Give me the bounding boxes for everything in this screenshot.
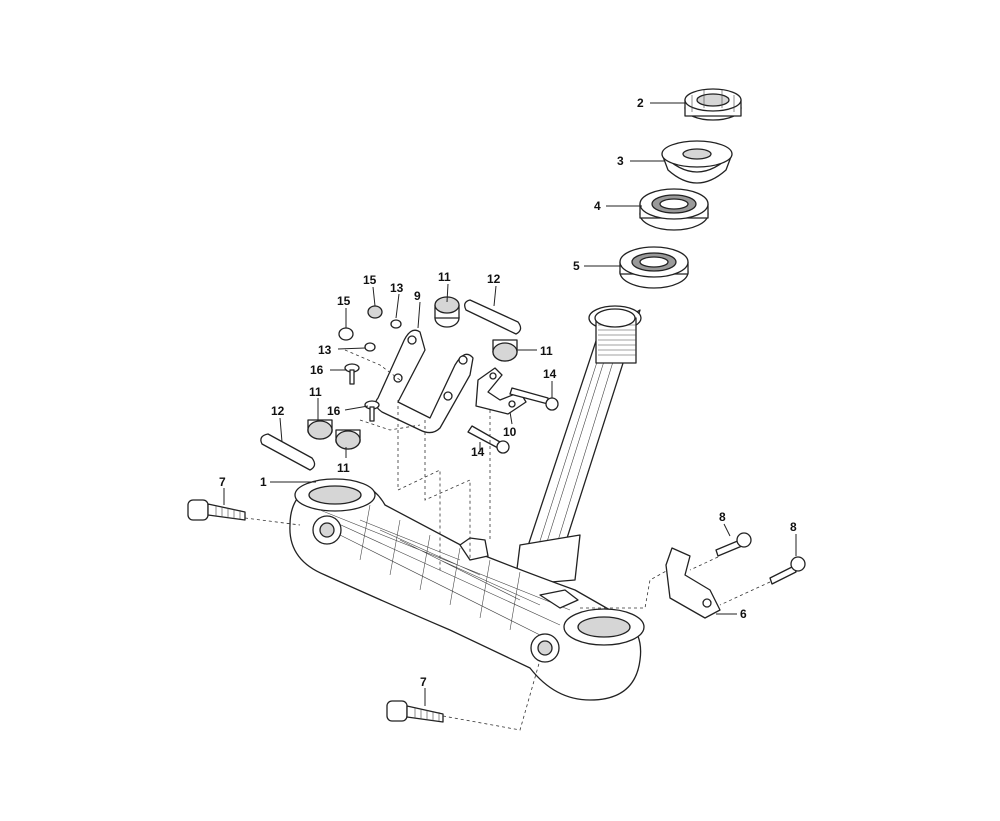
callout-3: 3 <box>617 154 624 168</box>
small-screw <box>344 363 380 422</box>
callout-12: 12 <box>271 404 285 418</box>
lower-triple-clamp <box>289 478 645 701</box>
bolt <box>467 387 559 454</box>
callout-1: 1 <box>260 475 267 489</box>
callout-7: 7 <box>420 675 427 689</box>
clamp-bolt <box>187 499 444 723</box>
pin <box>260 433 316 471</box>
screw <box>715 532 806 585</box>
dust-cover <box>661 140 733 184</box>
callout-4: 4 <box>594 199 601 213</box>
callout-8: 8 <box>719 510 726 524</box>
mounting-bracket <box>375 329 474 434</box>
ring-nut <box>684 88 742 121</box>
steering-stem <box>514 305 642 586</box>
callout-15: 15 <box>363 273 377 287</box>
callout-16: 16 <box>327 404 341 418</box>
assembly-lines <box>244 349 771 731</box>
bushing <box>434 296 460 328</box>
callout-14: 14 <box>471 445 485 459</box>
callout-9: 9 <box>414 289 421 303</box>
callout-2: 2 <box>637 96 644 110</box>
callout-10: 10 <box>503 425 517 439</box>
callout-11: 11 <box>540 344 553 358</box>
callout-11: 11 <box>309 385 322 399</box>
callout-14: 14 <box>543 367 557 381</box>
bracket-plate <box>665 547 721 619</box>
washer <box>364 319 402 352</box>
callout-labels: 2 3 4 5 15 13 9 11 12 15 13 11 16 14 11 … <box>219 96 797 689</box>
bushing <box>492 339 518 362</box>
callout-7: 7 <box>219 475 226 489</box>
bushing <box>335 429 361 450</box>
leader-lines <box>223 102 797 706</box>
cable-clip <box>475 367 527 415</box>
bushing <box>307 419 333 440</box>
nut <box>338 305 383 341</box>
upper-bearing <box>639 188 709 231</box>
callout-12: 12 <box>487 272 501 286</box>
callout-11: 11 <box>337 461 350 475</box>
callout-16: 16 <box>310 363 324 377</box>
callout-5: 5 <box>573 259 580 273</box>
callout-15: 15 <box>337 294 351 308</box>
callout-8: 8 <box>790 520 797 534</box>
lower-bearing <box>619 246 689 289</box>
callout-6: 6 <box>740 607 747 621</box>
callout-11: 11 <box>438 270 451 284</box>
callout-13: 13 <box>390 281 404 295</box>
callout-13: 13 <box>318 343 332 357</box>
pin <box>464 299 522 335</box>
